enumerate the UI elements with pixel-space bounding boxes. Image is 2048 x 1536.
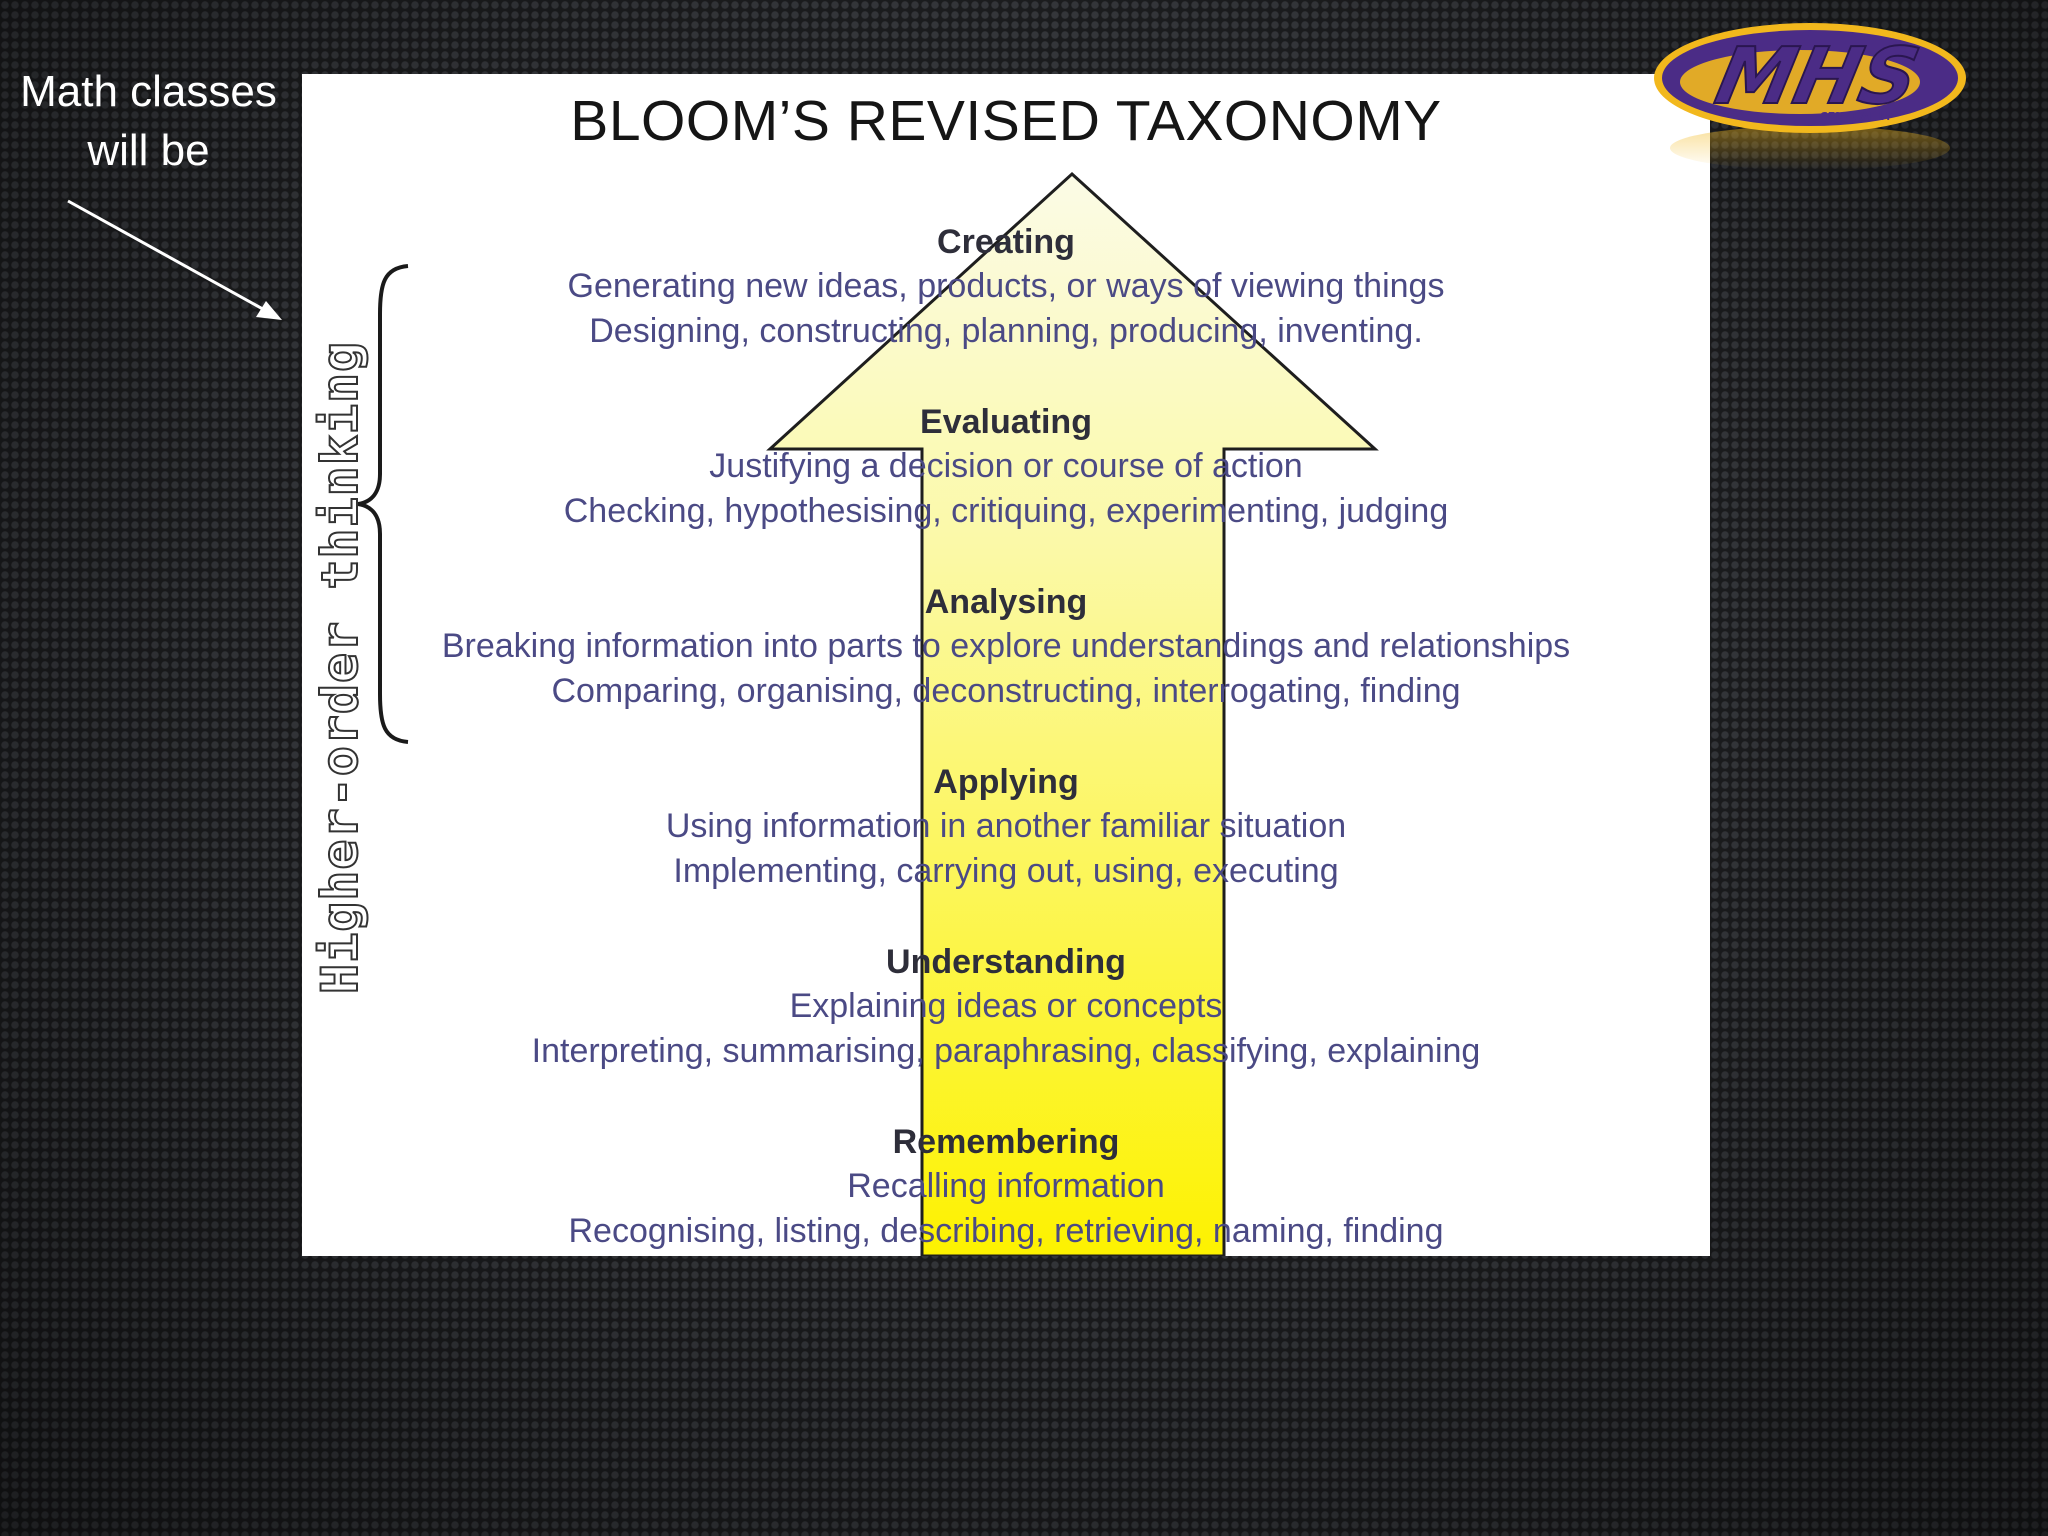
level-description: Justifying a decision or course of actio…: [709, 447, 1303, 485]
level-verbs: Implementing, carrying out, using, execu…: [673, 852, 1339, 890]
diagram-title: BLOOM’S REVISED TAXONOMY: [570, 89, 1442, 153]
level-name: Applying: [933, 763, 1079, 801]
callout-arrow-icon: [67, 199, 282, 320]
logo-subtext: CEN. CALIF.: [1820, 110, 1891, 123]
level-description: Explaining ideas or concepts: [789, 987, 1223, 1025]
level-description: Recalling information: [847, 1167, 1165, 1205]
level-name: Evaluating: [920, 403, 1092, 441]
curly-brace: [357, 264, 409, 744]
callout-line-1: Math classes: [20, 67, 277, 116]
level-verbs: Checking, hypothesising, critiquing, exp…: [563, 492, 1449, 530]
level-applying: Applying Using information in another fa…: [302, 760, 1710, 894]
level-name: Creating: [937, 223, 1075, 261]
callout-line-2: will be: [87, 126, 210, 175]
logo-text: MHS: [1708, 31, 1926, 122]
level-description: Generating new ideas, products, or ways …: [567, 267, 1445, 305]
level-understanding: Understanding Explaining ideas or concep…: [302, 940, 1710, 1074]
level-verbs: Designing, constructing, planning, produ…: [589, 312, 1423, 350]
mhs-logo: MHS CEN. CALIF.: [1654, 23, 1966, 170]
higher-order-thinking-label: Higher-order thinking: [310, 340, 370, 995]
level-verbs: Interpreting, summarising, paraphrasing,…: [531, 1032, 1481, 1070]
level-name: Understanding: [886, 943, 1126, 981]
level-description: Using information in another familiar si…: [665, 807, 1347, 845]
callout-text: Math classes will be: [0, 62, 297, 180]
level-analysing: Analysing Breaking information into part…: [302, 580, 1710, 714]
taxonomy-arrow: [357, 171, 1379, 1256]
level-description: Breaking information into parts to explo…: [441, 627, 1571, 665]
level-creating: Creating Generating new ideas, products,…: [302, 220, 1710, 354]
level-remembering: Remembering Recalling information Recogn…: [302, 1120, 1710, 1254]
taxonomy-panel: BLOOM’S REVISED TAXONOMY Creating Genera…: [302, 74, 1710, 1256]
up-arrow-shape: [766, 171, 1379, 1256]
level-evaluating: Evaluating Justifying a decision or cour…: [302, 400, 1710, 534]
level-verbs: Recognising, listing, describing, retrie…: [568, 1212, 1444, 1250]
level-name: Remembering: [892, 1123, 1120, 1161]
level-name: Analysing: [924, 583, 1088, 621]
level-verbs: Comparing, organising, deconstructing, i…: [551, 672, 1461, 710]
